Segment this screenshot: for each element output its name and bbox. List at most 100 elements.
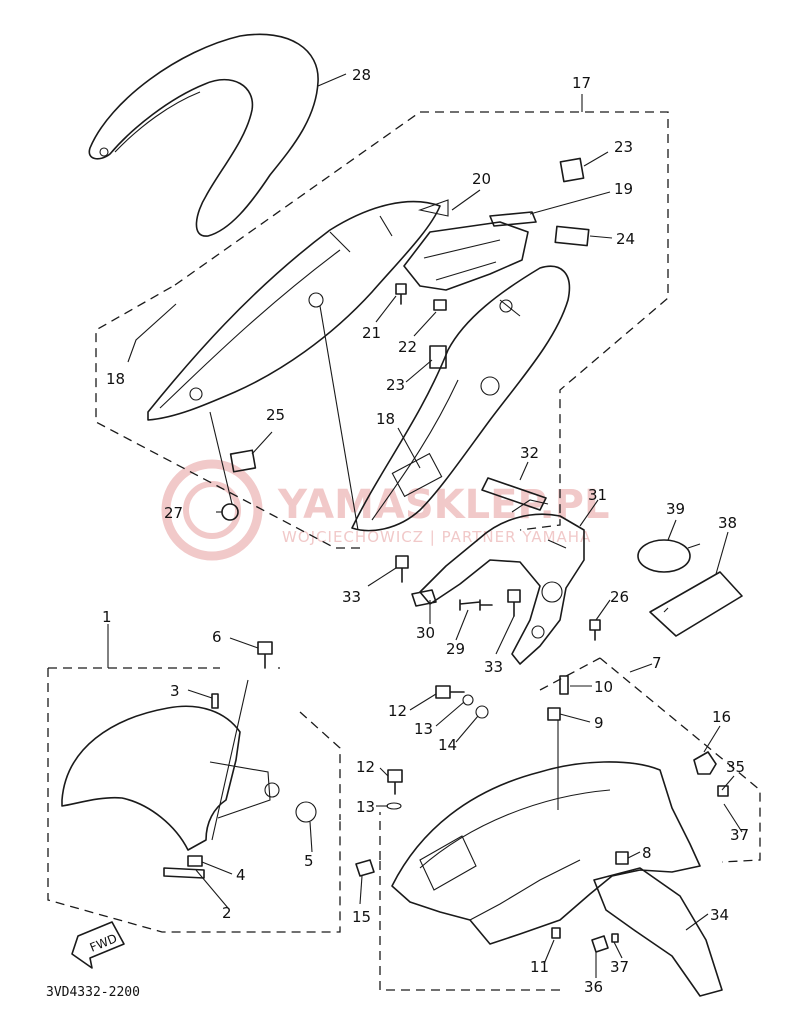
part-22 (433, 299, 447, 311)
part-25 (229, 449, 257, 473)
callout-37b: 37 (610, 958, 629, 976)
watermark-logo (161, 459, 263, 561)
part-18-right-cover (351, 265, 571, 532)
part-30 (411, 589, 437, 607)
part-39 (637, 539, 691, 573)
callout-22: 22 (398, 338, 417, 356)
part-29 (459, 599, 493, 611)
callout-29: 29 (446, 640, 465, 658)
part-3 (211, 693, 219, 709)
part-32 (481, 477, 547, 511)
callout-19: 19 (614, 180, 633, 198)
callout-39: 39 (666, 500, 685, 518)
callout-16: 16 (712, 708, 731, 726)
callout-17: 17 (572, 74, 591, 92)
watermark-brand: YAMASKLEP.PL (277, 482, 609, 528)
part-36 (591, 935, 609, 953)
leader-lines (107, 73, 743, 978)
part-15 (355, 859, 375, 877)
callout-12b: 12 (356, 758, 375, 776)
part-23b (429, 345, 447, 369)
callout-35: 35 (726, 758, 745, 776)
callout-20: 20 (472, 170, 491, 188)
assembly-boundaries (47, 111, 761, 991)
part-1-front-fender (61, 641, 317, 879)
callout-23a: 23 (614, 138, 633, 156)
callout-5: 5 (304, 852, 314, 870)
callout-1: 1 (102, 608, 112, 626)
callout-18b: 18 (376, 410, 395, 428)
callout-26: 26 (610, 588, 629, 606)
callout-23b: 23 (386, 376, 405, 394)
callout-13b: 13 (356, 798, 375, 816)
callout-9: 9 (594, 714, 604, 732)
callout-38: 38 (718, 514, 737, 532)
strip-19 (489, 211, 537, 227)
callout-37a: 37 (730, 826, 749, 844)
part-37b (611, 933, 619, 943)
callout-30: 30 (416, 624, 435, 642)
watermark: YAMASKLEP.PL WOJCIECHOWICZ | PARTNER YAM… (161, 459, 609, 561)
callout-36: 36 (584, 978, 603, 996)
watermark-logo-inner (183, 481, 241, 539)
callout-6: 6 (212, 628, 222, 646)
boundary-1 (47, 667, 341, 933)
callout-13a: 13 (414, 720, 433, 738)
callout-32: 32 (520, 444, 539, 462)
part-16 (693, 751, 717, 775)
part-7-rear-fender (355, 675, 729, 997)
part-38 (649, 571, 743, 637)
callout-21: 21 (362, 324, 381, 342)
callout-8: 8 (642, 844, 652, 862)
fwd-arrow: FWD (71, 921, 125, 969)
callout-18a: 18 (106, 370, 125, 388)
callout-10: 10 (594, 678, 613, 696)
fwd-arrow-icon (71, 921, 125, 969)
callout-14: 14 (438, 736, 457, 754)
part-33a (395, 555, 409, 583)
part-28-seat (88, 33, 319, 237)
callout-34: 34 (710, 906, 729, 924)
part-8 (615, 851, 629, 865)
drawing-code: 3VD4332-2200 (46, 985, 140, 1000)
callout-11: 11 (530, 958, 549, 976)
callout-27: 27 (164, 504, 183, 522)
callout-numbers: 28 17 23 20 19 24 21 22 23 18 18 25 27 3… (102, 66, 749, 996)
small-fasteners-upper (221, 157, 590, 521)
part-13b (386, 802, 402, 810)
part-35 (717, 785, 729, 797)
callout-12a: 12 (388, 702, 407, 720)
callout-33b: 33 (484, 658, 503, 676)
part-13a (462, 694, 474, 706)
part-21 (395, 283, 407, 305)
boundary-17 (95, 111, 669, 549)
part-14 (475, 705, 489, 719)
part-2 (163, 867, 205, 879)
watermark-subline: WOJCIECHOWICZ | PARTNER YAMAHA (282, 528, 591, 546)
part-23a (559, 157, 585, 183)
parts-39-38 (637, 539, 743, 637)
callout-15: 15 (352, 908, 371, 926)
part-6 (257, 641, 273, 669)
callout-31: 31 (588, 486, 607, 504)
boundary-7 (379, 657, 761, 991)
part-31-bracket (419, 477, 585, 665)
callout-28: 28 (352, 66, 371, 84)
fwd-label: FWD (88, 931, 119, 954)
callout-24: 24 (616, 230, 635, 248)
part-12b (387, 769, 403, 795)
callout-7: 7 (652, 654, 662, 672)
callout-33a: 33 (342, 588, 361, 606)
callout-3: 3 (170, 682, 180, 700)
part-9 (547, 707, 561, 721)
callout-4: 4 (236, 866, 246, 884)
part-26 (589, 619, 601, 641)
part-4 (187, 855, 203, 867)
part-12a (435, 685, 465, 699)
part-11 (551, 927, 561, 939)
part-18-left-cover (147, 200, 441, 421)
part-10 (559, 675, 569, 695)
part-24 (554, 225, 590, 247)
part-33b (507, 589, 521, 617)
